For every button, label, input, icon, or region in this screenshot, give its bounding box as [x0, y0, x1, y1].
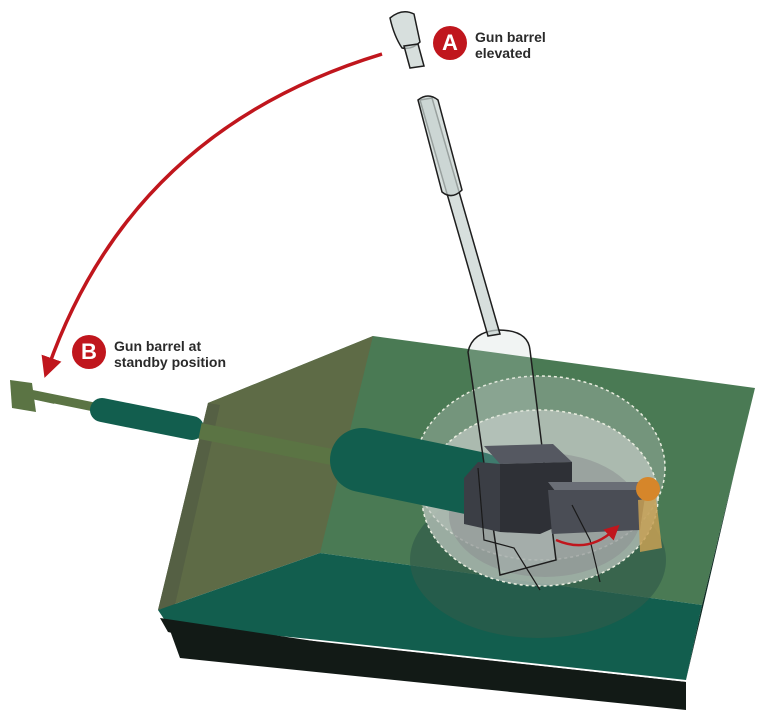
standby-barrel: [10, 380, 510, 516]
callout-b-line2: standby position: [114, 354, 226, 370]
hull-left-slope-shade: [158, 403, 220, 610]
callout-b-line1: Gun barrel at: [114, 338, 202, 354]
elevated-muzzle-brake: [389, 11, 421, 50]
standby-evacuator: [90, 398, 204, 440]
hull-underside: [168, 625, 686, 710]
breech-top: [548, 482, 646, 492]
standby-barrel-sleeve: [198, 423, 334, 465]
callout-a-line2: elevated: [475, 45, 532, 61]
elevated-evacuator: [417, 95, 463, 197]
pivot-stem: [638, 498, 662, 552]
callout-a-badge: A: [433, 26, 467, 60]
callout-gun-barrel-elevated: A Gun barrel elevated: [433, 26, 546, 61]
standby-muzzle-brake: [10, 380, 36, 412]
standby-mantlet: [330, 428, 510, 516]
turret-seam-line-2: [571, 504, 601, 583]
pivot-assembly: [636, 477, 662, 552]
elevation-arc-arrow: [41, 52, 383, 378]
callout-a-line1: Gun barrel: [475, 29, 546, 45]
turret-seam-line: [477, 467, 541, 591]
turret-block-front: [464, 462, 500, 532]
breech-body: [548, 490, 646, 534]
tank-hull: [158, 336, 755, 710]
callout-gun-barrel-standby: B Gun barrel at standby position: [72, 335, 226, 370]
hull-front-face: [158, 553, 702, 680]
callout-a-label: Gun barrel elevated: [475, 29, 546, 61]
turret-block-top: [484, 444, 572, 464]
pivot-knob: [636, 477, 660, 501]
breech-rotation-arrow: [555, 524, 620, 547]
turret-block: [464, 444, 646, 591]
callout-b-badge: B: [72, 335, 106, 369]
callout-b-label: Gun barrel at standby position: [114, 338, 226, 370]
elevated-muzzle-neck: [403, 43, 425, 69]
